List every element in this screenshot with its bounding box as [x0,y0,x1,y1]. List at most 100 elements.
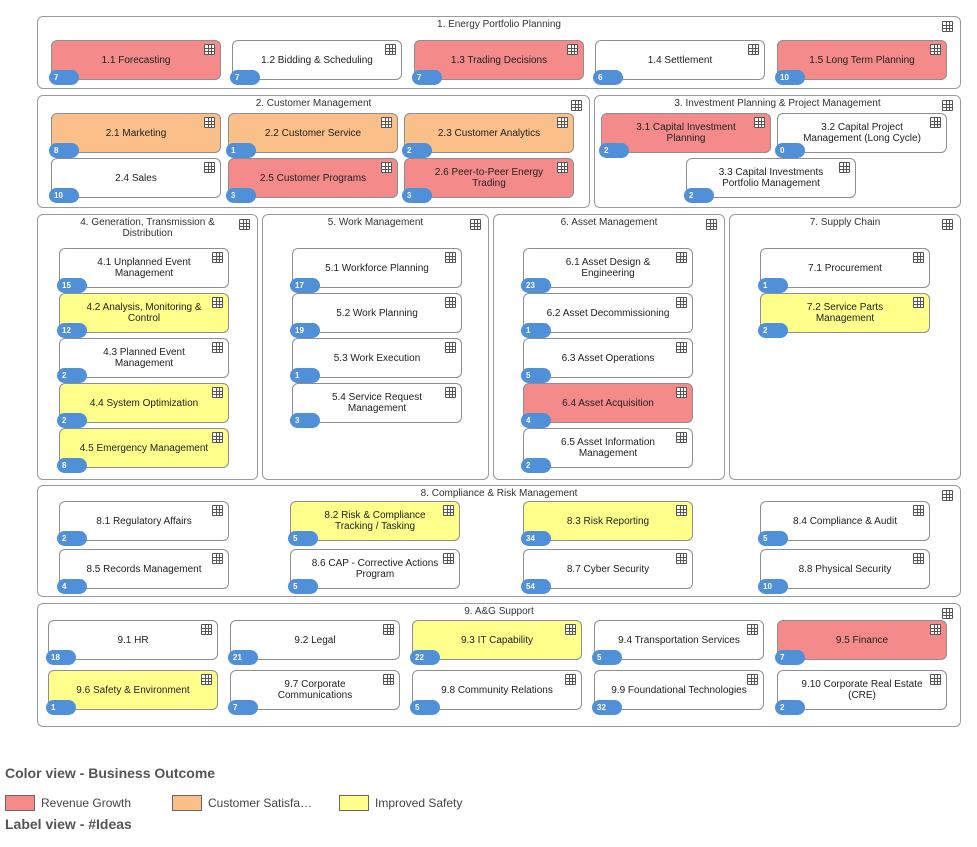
grid-icon[interactable] [381,117,392,128]
grid-icon[interactable] [445,342,456,353]
ideas-count-badge[interactable]: 2 [57,531,87,546]
ideas-count-badge[interactable]: 17 [290,278,320,293]
grid-icon[interactable] [212,252,223,263]
grid-icon[interactable] [754,117,765,128]
grid-icon[interactable] [567,44,578,55]
ideas-count-badge[interactable]: 23 [521,278,551,293]
grid-icon[interactable] [445,387,456,398]
grid-icon[interactable] [913,505,924,516]
ideas-count-badge[interactable]: 21 [228,650,258,665]
ideas-count-badge[interactable]: 7 [412,70,442,85]
ideas-count-badge[interactable]: 10 [758,579,788,594]
grid-icon[interactable] [748,44,759,55]
grid-icon[interactable] [676,432,687,443]
grid-icon[interactable] [383,624,394,635]
grid-icon[interactable] [557,162,568,173]
grid-icon[interactable] [383,674,394,685]
ideas-count-badge[interactable]: 5 [758,531,788,546]
grid-icon[interactable] [571,100,582,111]
capability-box[interactable]: 3.3 Capital Investments Portfolio Manage… [684,158,856,203]
ideas-count-badge[interactable]: 1 [226,143,256,158]
grid-icon[interactable] [445,252,456,263]
grid-icon[interactable] [470,219,481,230]
ideas-count-badge[interactable]: 3 [226,188,256,203]
grid-icon[interactable] [204,44,215,55]
ideas-count-badge[interactable]: 1 [46,700,76,715]
grid-icon[interactable] [445,297,456,308]
grid-icon[interactable] [201,624,212,635]
ideas-count-badge[interactable]: 5 [288,579,318,594]
grid-icon[interactable] [930,624,941,635]
ideas-count-badge[interactable]: 5 [592,650,622,665]
grid-icon[interactable] [212,505,223,516]
grid-icon[interactable] [942,490,953,501]
grid-icon[interactable] [676,505,687,516]
grid-icon[interactable] [565,674,576,685]
ideas-count-badge[interactable]: 2 [57,413,87,428]
grid-icon[interactable] [212,297,223,308]
ideas-count-badge[interactable]: 4 [521,413,551,428]
ideas-count-badge[interactable]: 34 [521,531,551,546]
ideas-count-badge[interactable]: 22 [410,650,440,665]
grid-icon[interactable] [747,674,758,685]
capability-box[interactable]: 9.10 Corporate Real Estate (CRE)2 [775,670,947,715]
ideas-count-badge[interactable]: 54 [521,579,551,594]
ideas-count-badge[interactable]: 1 [290,368,320,383]
capability-box[interactable]: 3.2 Capital Project Management (Long Cyc… [775,113,947,158]
grid-icon[interactable] [839,162,850,173]
ideas-count-badge[interactable]: 2 [599,143,629,158]
grid-icon[interactable] [913,553,924,564]
legend-item-improved-safety[interactable]: Improved Safety [339,795,462,811]
capability-box[interactable]: 8.2 Risk & Compliance Tracking / Tasking… [288,501,460,546]
ideas-count-badge[interactable]: 3 [402,188,432,203]
grid-icon[interactable] [212,553,223,564]
ideas-count-badge[interactable]: 5 [410,700,440,715]
ideas-count-badge[interactable]: 4 [57,579,87,594]
grid-icon[interactable] [676,252,687,263]
ideas-count-badge[interactable]: 3 [290,413,320,428]
legend-item-revenue-growth[interactable]: Revenue Growth [5,795,131,811]
ideas-count-badge[interactable]: 7 [49,70,79,85]
grid-icon[interactable] [676,387,687,398]
grid-icon[interactable] [942,21,953,32]
ideas-count-badge[interactable]: 7 [230,70,260,85]
ideas-count-badge[interactable]: 2 [775,700,805,715]
grid-icon[interactable] [942,608,953,619]
legend-item-customer-satisfaction[interactable]: Customer Satisfa… [172,795,312,811]
ideas-count-badge[interactable]: 18 [46,650,76,665]
grid-icon[interactable] [930,674,941,685]
grid-icon[interactable] [204,162,215,173]
grid-icon[interactable] [381,162,392,173]
